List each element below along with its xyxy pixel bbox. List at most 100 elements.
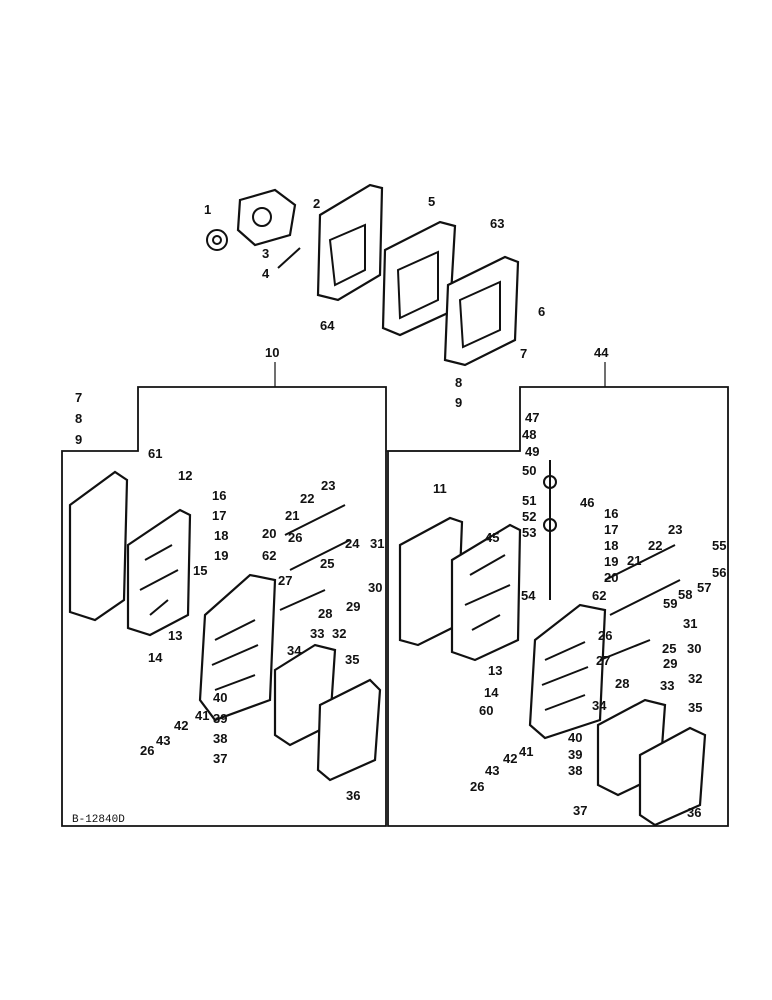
callout: 42 bbox=[174, 718, 188, 733]
left-group-frame bbox=[61, 386, 387, 827]
callout: 30 bbox=[687, 641, 701, 656]
callouts-top: 1 2 3 4 5 63 64 6 7 8 9 bbox=[204, 194, 545, 410]
callout: 60 bbox=[479, 703, 493, 718]
callout: 14 bbox=[148, 650, 163, 665]
callout: 13 bbox=[488, 663, 502, 678]
callout: 9 bbox=[75, 432, 82, 447]
callout: 20 bbox=[262, 526, 276, 541]
callout: 37 bbox=[213, 751, 227, 766]
callout: 4 bbox=[262, 266, 270, 281]
plate-5 bbox=[316, 183, 384, 302]
callout: 62 bbox=[262, 548, 276, 563]
callout: 59 bbox=[663, 596, 677, 611]
callout: 47 bbox=[525, 410, 539, 425]
plate-6 bbox=[443, 255, 520, 367]
gasket-63 bbox=[381, 220, 457, 337]
callout: 29 bbox=[346, 599, 360, 614]
callout: 24 bbox=[345, 536, 360, 551]
callout: 34 bbox=[592, 698, 607, 713]
callout: 34 bbox=[287, 643, 302, 658]
callout: 31 bbox=[683, 616, 697, 631]
callout: 28 bbox=[615, 676, 629, 691]
callout: 21 bbox=[285, 508, 299, 523]
callout: 26 bbox=[288, 530, 302, 545]
callout: 63 bbox=[490, 216, 504, 231]
callout: 46 bbox=[580, 495, 594, 510]
callout: 61 bbox=[148, 446, 162, 461]
plate-36 bbox=[316, 678, 382, 782]
callout: 51 bbox=[522, 493, 536, 508]
callout: 26 bbox=[470, 779, 484, 794]
callout: 19 bbox=[214, 548, 228, 563]
callout: 8 bbox=[75, 411, 82, 426]
callout: 43 bbox=[156, 733, 170, 748]
callout: 28 bbox=[318, 606, 332, 621]
callout: 6 bbox=[538, 304, 545, 319]
callout: 49 bbox=[525, 444, 539, 459]
callout: 16 bbox=[212, 488, 226, 503]
callout: 10 bbox=[265, 345, 279, 360]
gear-part bbox=[206, 229, 228, 251]
callout: 16 bbox=[604, 506, 618, 521]
callout: 45 bbox=[485, 530, 499, 545]
callout: 17 bbox=[212, 508, 226, 523]
callout: 5 bbox=[428, 194, 435, 209]
callout: 36 bbox=[346, 788, 360, 803]
callout: 15 bbox=[193, 563, 207, 578]
callout: 35 bbox=[688, 700, 702, 715]
callout: 41 bbox=[519, 744, 533, 759]
callout: 19 bbox=[604, 554, 618, 569]
callouts-right-group: 44 47 48 49 50 51 52 53 46 11 45 54 16 1… bbox=[433, 345, 726, 820]
callout: 38 bbox=[213, 731, 227, 746]
callout: 41 bbox=[195, 708, 209, 723]
callout: 40 bbox=[568, 730, 582, 745]
valve-body-15 bbox=[198, 573, 277, 722]
callout: 57 bbox=[697, 580, 711, 595]
callout: 37 bbox=[573, 803, 587, 818]
callout: 1 bbox=[204, 202, 211, 217]
callout: 3 bbox=[262, 246, 269, 261]
relief-valve-stack bbox=[543, 460, 557, 600]
callout: 21 bbox=[627, 553, 641, 568]
callout: 56 bbox=[712, 565, 726, 580]
callout: 32 bbox=[688, 671, 702, 686]
callout: 42 bbox=[503, 751, 517, 766]
callout: 18 bbox=[214, 528, 228, 543]
drawing-number: B-12840D bbox=[72, 814, 125, 826]
callout: 14 bbox=[484, 685, 499, 700]
plate-12 bbox=[126, 508, 192, 637]
callout: 33 bbox=[310, 626, 324, 641]
callout: 38 bbox=[568, 763, 582, 778]
callout: 36 bbox=[687, 805, 701, 820]
callout: 25 bbox=[662, 641, 676, 656]
callout: 22 bbox=[300, 491, 314, 506]
callout: 50 bbox=[522, 463, 536, 478]
callouts-left-group: 10 7 8 9 61 12 15 16 17 18 19 20 62 21 2… bbox=[75, 345, 384, 803]
callout: 27 bbox=[596, 653, 610, 668]
valve-body-60 bbox=[528, 603, 607, 740]
spool-group-left bbox=[279, 504, 351, 611]
plate-36-right bbox=[638, 726, 707, 827]
callout: 58 bbox=[678, 587, 692, 602]
callout: 17 bbox=[604, 522, 618, 537]
callout: 55 bbox=[712, 538, 726, 553]
callout: 48 bbox=[522, 427, 536, 442]
pump-housing bbox=[236, 188, 297, 247]
callout: 23 bbox=[321, 478, 335, 493]
callout: 40 bbox=[213, 690, 227, 705]
callout: 39 bbox=[213, 711, 227, 726]
callout: 11 bbox=[433, 481, 447, 496]
plate-61 bbox=[68, 470, 129, 622]
callout: 26 bbox=[598, 628, 612, 643]
callout: 52 bbox=[522, 509, 536, 524]
callout: 8 bbox=[455, 375, 462, 390]
callout: 9 bbox=[455, 395, 462, 410]
callout: 31 bbox=[370, 536, 384, 551]
callout: 30 bbox=[368, 580, 382, 595]
callout: 26 bbox=[140, 743, 154, 758]
callout: 64 bbox=[320, 318, 335, 333]
callout: 7 bbox=[75, 390, 82, 405]
callout: 13 bbox=[168, 628, 182, 643]
callout: 33 bbox=[660, 678, 674, 693]
